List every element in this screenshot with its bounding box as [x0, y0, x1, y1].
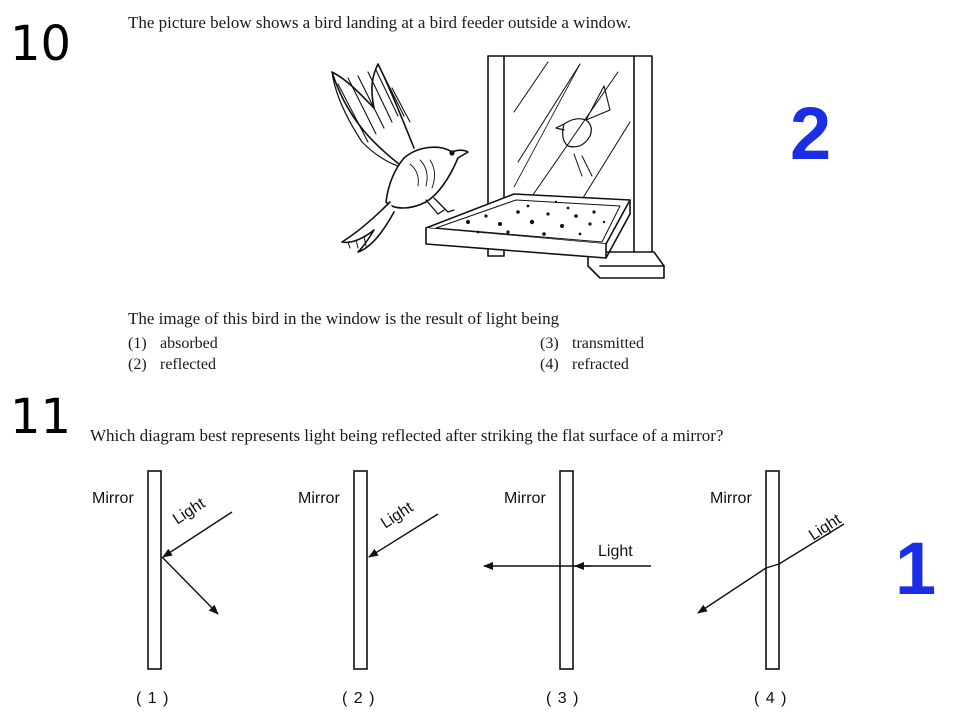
incident-ray: [162, 511, 233, 558]
mirror: [147, 470, 162, 670]
diagram-caption: ( 3 ): [546, 690, 580, 707]
diagram-4-figure: [697, 470, 845, 670]
mirror-label: Mirror: [710, 490, 752, 507]
diagram-3-figure: [483, 470, 651, 670]
choice-2-number: (2): [128, 356, 147, 373]
incident-ray: [778, 523, 845, 565]
choice-4-text: refracted: [572, 356, 629, 373]
diagram-caption: ( 2 ): [342, 690, 376, 707]
choice-1: (1) absorbed: [128, 335, 218, 353]
question-10-number: 10: [10, 16, 72, 72]
mirror: [353, 470, 368, 670]
reflected-ray: [161, 556, 219, 615]
bird-feeder-illustration: [331, 55, 665, 279]
answer-q11: 1: [895, 527, 937, 610]
diagram-3: Mirror Light ( 3 ): [480, 462, 660, 712]
choice-4: (4) refracted: [540, 356, 629, 374]
light-label: Light: [598, 543, 633, 560]
question-11-stem: Which diagram best represents light bein…: [90, 426, 724, 445]
exit-ray: [697, 567, 767, 614]
choice-4-number: (4): [540, 356, 559, 373]
diagram-4: Mirror Light ( 4 ): [694, 462, 874, 712]
mirror-label: Mirror: [504, 490, 546, 507]
diagram-caption: ( 4 ): [754, 690, 788, 707]
mirror: [559, 470, 574, 670]
answer-q10: 2: [790, 92, 832, 175]
choice-3: (3) transmitted: [540, 335, 644, 353]
choice-2: (2) reflected: [128, 356, 216, 374]
choice-1-number: (1): [128, 335, 147, 352]
incident-ray: [368, 513, 439, 558]
choice-3-number: (3): [540, 335, 559, 352]
refracted-segment: [765, 563, 780, 569]
question-10-prompt: The image of this bird in the window is …: [128, 309, 560, 328]
diagram-2-figure: [353, 470, 439, 670]
mirror: [765, 470, 780, 670]
mirror-label: Mirror: [298, 490, 340, 507]
question-10-stem: The picture below shows a bird landing a…: [128, 13, 632, 32]
diagram-2: Mirror Light ( 2 ): [296, 462, 476, 712]
choice-2-text: reflected: [160, 356, 216, 373]
choice-1-text: absorbed: [160, 335, 218, 352]
choice-3-text: transmitted: [572, 335, 644, 352]
diagram-1-figure: [147, 470, 233, 670]
diagram-caption: ( 1 ): [136, 690, 170, 707]
question-11-number: 11: [10, 389, 72, 445]
mirror-label: Mirror: [92, 490, 134, 507]
diagram-1: Mirror Light ( 1 ): [90, 462, 270, 712]
